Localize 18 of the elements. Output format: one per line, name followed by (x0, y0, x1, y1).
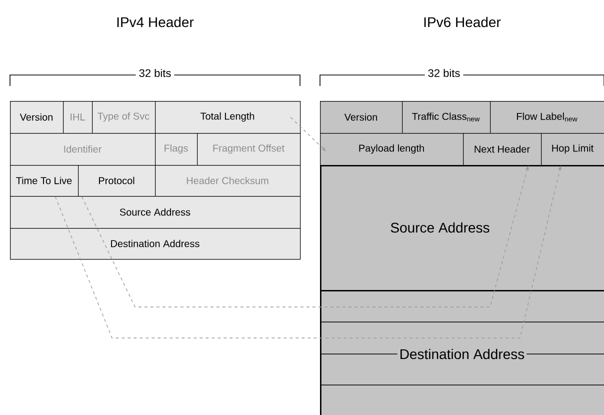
header-field: Flags (155, 133, 198, 166)
header-field: Traffic Class$_{new}$ (402, 101, 491, 134)
dimension-label: 32 bits (424, 66, 464, 80)
dimension-label: 32 bits (136, 66, 174, 80)
header-field: Next Header (463, 133, 542, 166)
header-field: Payload length (320, 133, 464, 166)
node-label: Flow Label$_{new}$ (516, 112, 578, 122)
header-field: Flow Label$_{new}$ (490, 101, 604, 134)
address-field: Destination Address (320, 290, 604, 415)
header-field: Hop Limit (541, 133, 604, 166)
header-field: Version (320, 101, 403, 134)
header-title: IPv6 Header (424, 16, 501, 28)
header-field: Time To Live (10, 165, 79, 197)
header-field: Protocol (78, 165, 156, 197)
header-field: IHL (63, 101, 93, 134)
header-title: IPv4 Header (117, 16, 194, 28)
header-field: Version (10, 101, 64, 134)
address-field: Destination Address (10, 228, 301, 260)
